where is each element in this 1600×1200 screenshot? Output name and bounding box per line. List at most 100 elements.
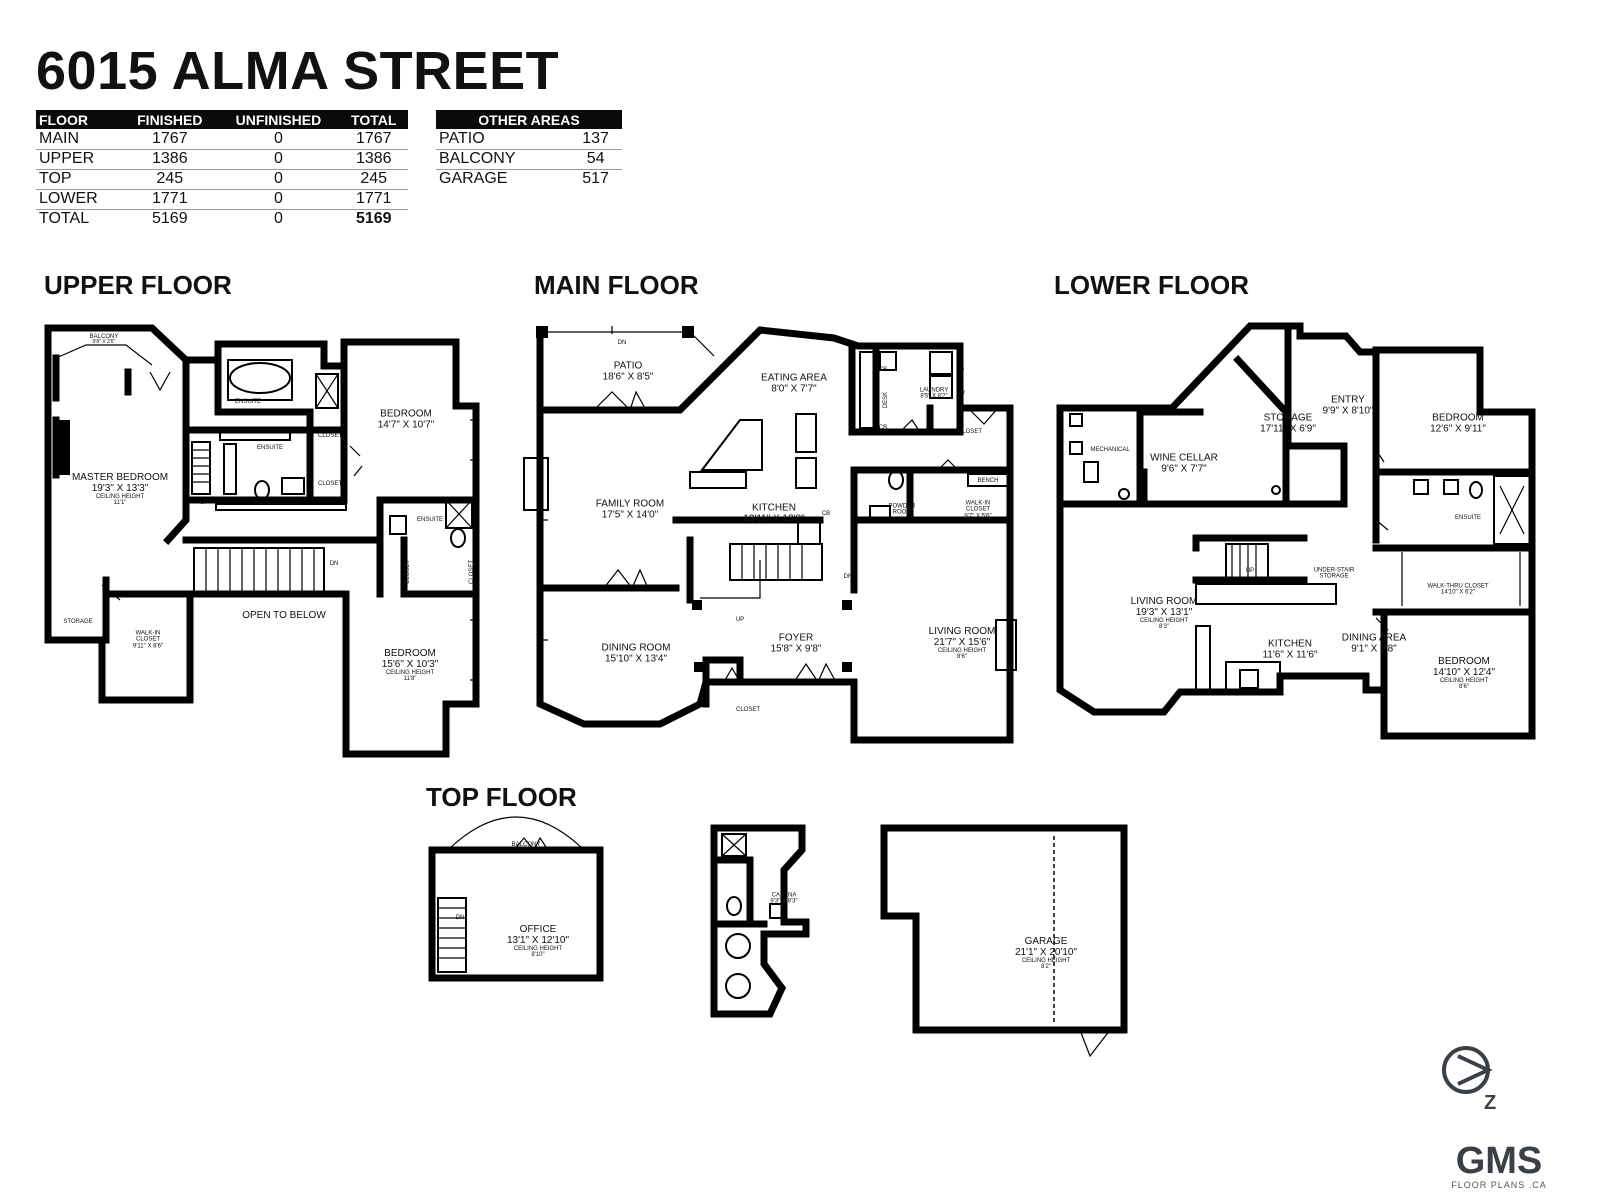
desk-icon — [859, 351, 875, 429]
table-header: TOTAL — [339, 110, 408, 129]
door-swing — [1079, 1029, 1111, 1058]
toilet-icon — [450, 528, 466, 548]
sink-icon — [389, 515, 407, 535]
door-swing — [793, 662, 837, 683]
table-row: PATIO 137 — [436, 129, 622, 150]
shower-x — [315, 373, 339, 409]
kitchen-counter — [1225, 661, 1281, 691]
label-upper-closet-3: CLOSET — [404, 559, 411, 585]
island-icon — [689, 471, 747, 489]
label-upper-storage: STORAGE — [63, 618, 93, 625]
table-cell: 137 — [569, 129, 622, 150]
drain-icon — [1271, 485, 1281, 495]
door-swing — [967, 407, 999, 425]
table-cell: 0 — [217, 189, 340, 210]
sink-icon — [281, 477, 305, 495]
table-row: GARAGE 517 — [436, 169, 622, 189]
cooktop-icon — [797, 521, 821, 545]
stair-treads — [741, 544, 803, 580]
top-floor-heading: TOP FLOOR — [426, 782, 577, 812]
lower-wall — [1056, 412, 1144, 508]
label-upper-closet-2: CLOSET — [317, 480, 343, 487]
label-foyer-closet: CLOSET — [735, 706, 761, 713]
upper-stair-small — [191, 441, 211, 495]
mechanical-icon — [1069, 413, 1083, 427]
table-cell: 1771 — [339, 189, 408, 210]
main-wall — [848, 342, 934, 436]
shower-icon — [445, 499, 473, 529]
table-cell: 0 — [217, 129, 340, 150]
label-mechanical: MECHANICAL — [1090, 446, 1130, 453]
tub-icon — [223, 443, 237, 495]
logo-text: GMS — [1455, 1140, 1543, 1182]
fireplace-icon — [995, 619, 1017, 671]
mechanical-icon — [1083, 461, 1099, 483]
upper-wall — [163, 356, 190, 545]
lower-stair — [1225, 543, 1269, 581]
fireplace-icon — [56, 420, 70, 475]
mechanical-icon — [1069, 441, 1083, 455]
table-cell: MAIN — [36, 129, 123, 150]
kitchen-counter — [1195, 625, 1211, 693]
table-cell-grand-total: 5169 — [355, 210, 392, 228]
table-cell: 1386 — [122, 149, 218, 170]
main-wall — [926, 404, 964, 436]
window-mark — [470, 419, 476, 681]
logo-subtext: FLOOR PLANS .CA — [1451, 1180, 1547, 1190]
toilet-icon — [888, 470, 904, 490]
cabana-plan — [710, 824, 810, 1018]
door-swing — [1347, 335, 1389, 631]
sink-icon — [1443, 479, 1459, 495]
door-swing — [899, 419, 921, 433]
table-cell: PATIO — [436, 129, 570, 150]
closet-rod — [1401, 552, 1521, 606]
table-cell: TOP — [36, 169, 123, 190]
door-swing — [513, 836, 549, 851]
label-lower-ensuite: ENSUITE — [1454, 514, 1482, 521]
stair-treads — [438, 907, 466, 959]
table-cell: 0 — [217, 169, 340, 190]
upper-outer-wall — [44, 324, 480, 758]
table-row-total: TOTAL 5169 0 5169 — [36, 209, 408, 229]
floor-area-table: FLOOR FINISHED UNFINISHED TOTAL MAIN 176… — [36, 110, 408, 229]
stair-arrow — [700, 560, 761, 599]
upper-floor-heading: UPPER FLOOR — [44, 270, 232, 300]
sink-icon — [1413, 479, 1429, 495]
shower-x — [1499, 485, 1525, 535]
table-header: OTHER AREAS — [436, 110, 622, 129]
label-lower-up: UP — [1245, 567, 1255, 574]
top-floor-plan — [428, 816, 604, 982]
table-cell: 1767 — [122, 129, 218, 150]
label-upper-up: UP — [199, 499, 209, 506]
door-swing — [603, 568, 649, 589]
sink-icon — [769, 903, 787, 919]
upper-main-stair — [193, 547, 325, 593]
door-swing — [723, 666, 741, 683]
table-cell: 245 — [339, 169, 408, 190]
door-swing — [593, 390, 647, 411]
sink-icon — [869, 505, 891, 519]
dryer-icon — [929, 351, 953, 375]
cabana-outer-wall — [710, 824, 810, 1018]
table-cell: 54 — [569, 149, 622, 170]
post-icon — [682, 326, 694, 338]
stair-treads — [1231, 544, 1257, 580]
pool-equipment-icon — [725, 933, 751, 959]
cabana-wall — [710, 856, 754, 926]
lower-outer-wall — [1056, 322, 1536, 740]
label-upper-ensuite-1: ENSUITE — [234, 398, 262, 405]
